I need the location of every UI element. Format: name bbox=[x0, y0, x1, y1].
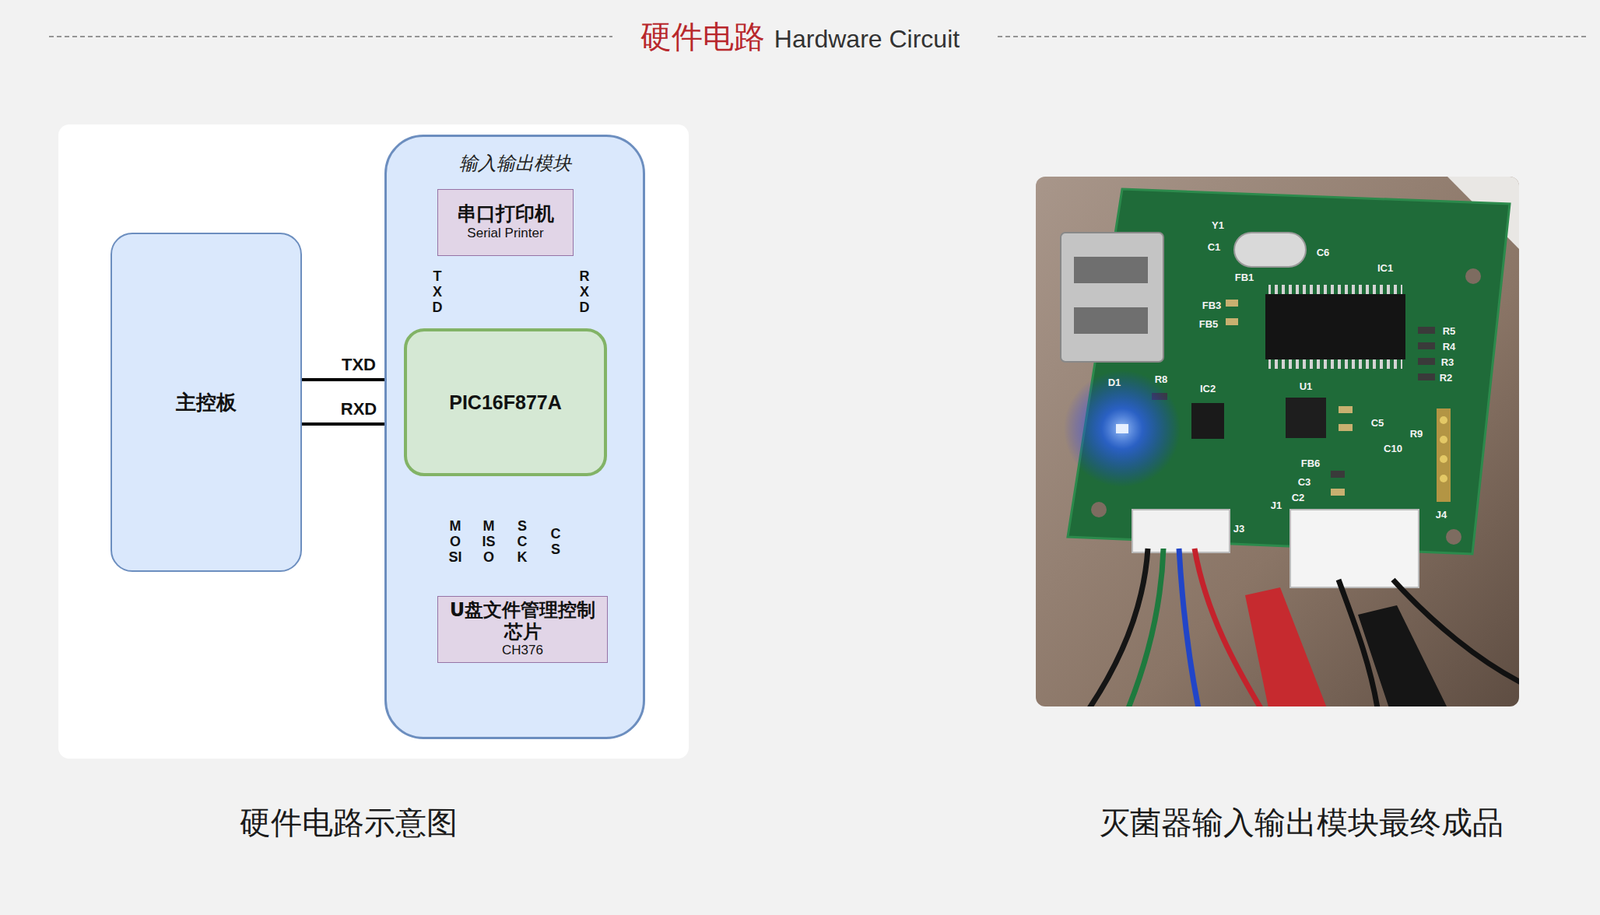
silkscreen-label: FB5 bbox=[1199, 318, 1219, 331]
header-pin bbox=[1439, 455, 1448, 464]
header-pin bbox=[1439, 416, 1448, 425]
mcu-box: PIC16F877A bbox=[403, 328, 608, 477]
smd-part bbox=[1417, 326, 1436, 334]
mounting-hole bbox=[1465, 268, 1481, 285]
silkscreen-label: R8 bbox=[1154, 373, 1169, 386]
silkscreen-label: R2 bbox=[1439, 371, 1453, 385]
silkscreen-label: D1 bbox=[1108, 376, 1122, 390]
diagram-panel bbox=[58, 124, 689, 759]
smd-part bbox=[1417, 342, 1436, 350]
silkscreen-label: C2 bbox=[1291, 491, 1306, 505]
smd-part bbox=[1330, 470, 1345, 478]
wire bbox=[1128, 548, 1164, 707]
silkscreen-label: C3 bbox=[1298, 476, 1312, 489]
module-group: 输入输出模块串口打印机Serial PrinterPIC16F877A U盘文件管… bbox=[384, 134, 646, 740]
node-title: 主控板 bbox=[175, 389, 237, 417]
led-glow bbox=[1063, 370, 1181, 488]
node-title: 串口打印机 bbox=[456, 203, 555, 226]
signal-name: MOSI bbox=[448, 519, 463, 565]
smd-part bbox=[1338, 406, 1353, 414]
header-pin bbox=[1439, 435, 1448, 444]
node-title: PIC16F877A bbox=[449, 391, 562, 415]
figure-caption: 灭菌器输入输出模块最终成品 bbox=[1098, 801, 1504, 845]
signal-name: RXD bbox=[340, 399, 377, 420]
silkscreen-label: C10 bbox=[1383, 442, 1403, 456]
title-rule bbox=[997, 35, 1587, 38]
pin-header bbox=[1436, 408, 1451, 502]
chip-box: U盘文件管理控制芯片CH376 bbox=[437, 596, 608, 664]
silkscreen-label: R4 bbox=[1442, 340, 1457, 354]
silkscreen-label: U1 bbox=[1299, 380, 1313, 393]
connector-j3 bbox=[1132, 509, 1230, 553]
node-subtitle: Serial Printer bbox=[466, 225, 544, 242]
signal-name: MISO bbox=[481, 519, 496, 565]
crystal bbox=[1234, 232, 1306, 267]
usb-connector bbox=[1060, 232, 1164, 362]
chip-ic2 bbox=[1191, 403, 1225, 439]
silkscreen-label: R3 bbox=[1441, 356, 1455, 369]
signal-name: RXD bbox=[577, 269, 592, 316]
slide-title: 硬件电路 bbox=[640, 17, 765, 57]
node-title: 输入输出模块 bbox=[386, 150, 643, 176]
control-board: 主控板 bbox=[110, 232, 302, 572]
mounting-hole bbox=[1445, 529, 1462, 545]
figure-caption: 硬件电路示意图 bbox=[239, 801, 458, 845]
silkscreen-label: FB3 bbox=[1202, 299, 1222, 313]
silkscreen-label: J3 bbox=[1233, 522, 1245, 536]
signal-name: TXD bbox=[341, 354, 376, 376]
alligator-clip bbox=[1357, 605, 1448, 707]
smd-part bbox=[1417, 357, 1436, 365]
chip-pins bbox=[1268, 357, 1403, 369]
smd-part bbox=[1330, 488, 1345, 496]
led bbox=[1115, 424, 1129, 434]
alligator-clip bbox=[1245, 587, 1327, 707]
smd-part bbox=[1225, 318, 1239, 326]
usb-slot bbox=[1073, 307, 1148, 334]
smd-part bbox=[1338, 424, 1353, 432]
silkscreen-label: FB1 bbox=[1235, 271, 1255, 285]
smd-part bbox=[1417, 373, 1436, 381]
chip-ic1 bbox=[1265, 294, 1406, 360]
chip-pins bbox=[1268, 284, 1403, 296]
silkscreen-label: J1 bbox=[1270, 499, 1282, 513]
printer-box: 串口打印机Serial Printer bbox=[437, 189, 574, 257]
usb-slot bbox=[1073, 256, 1148, 284]
silkscreen-label: IC2 bbox=[1200, 382, 1216, 396]
chip-u1 bbox=[1285, 397, 1327, 439]
silkscreen-label: R5 bbox=[1442, 325, 1457, 338]
signal-name: SCK bbox=[515, 519, 530, 565]
smd-part bbox=[1225, 299, 1239, 307]
silkscreen-label: C1 bbox=[1207, 241, 1222, 254]
silkscreen-label: Y1 bbox=[1211, 219, 1225, 232]
silkscreen-label: R9 bbox=[1410, 428, 1424, 441]
wire bbox=[1178, 548, 1199, 707]
title-bar: 硬件电路 Hardware Circuit bbox=[0, 17, 1600, 57]
node-title: U盘文件管理控制芯片 bbox=[444, 600, 601, 643]
title-rule bbox=[49, 35, 613, 38]
node-subtitle: CH376 bbox=[501, 642, 544, 659]
silkscreen-label: C6 bbox=[1316, 246, 1330, 260]
header-pin bbox=[1439, 474, 1448, 483]
signal-name: CS bbox=[548, 526, 563, 558]
silkscreen-label: J4 bbox=[1435, 508, 1447, 522]
silkscreen-label: IC1 bbox=[1377, 262, 1393, 275]
mounting-hole bbox=[1091, 501, 1107, 518]
silkscreen-label: FB6 bbox=[1301, 457, 1321, 471]
connector-j1 bbox=[1290, 509, 1419, 588]
pcb-photo bbox=[1035, 176, 1520, 707]
slide-subtitle: Hardware Circuit bbox=[774, 24, 960, 54]
silkscreen-label: C5 bbox=[1371, 417, 1385, 430]
wire bbox=[1194, 548, 1261, 707]
signal-name: TXD bbox=[430, 269, 445, 316]
